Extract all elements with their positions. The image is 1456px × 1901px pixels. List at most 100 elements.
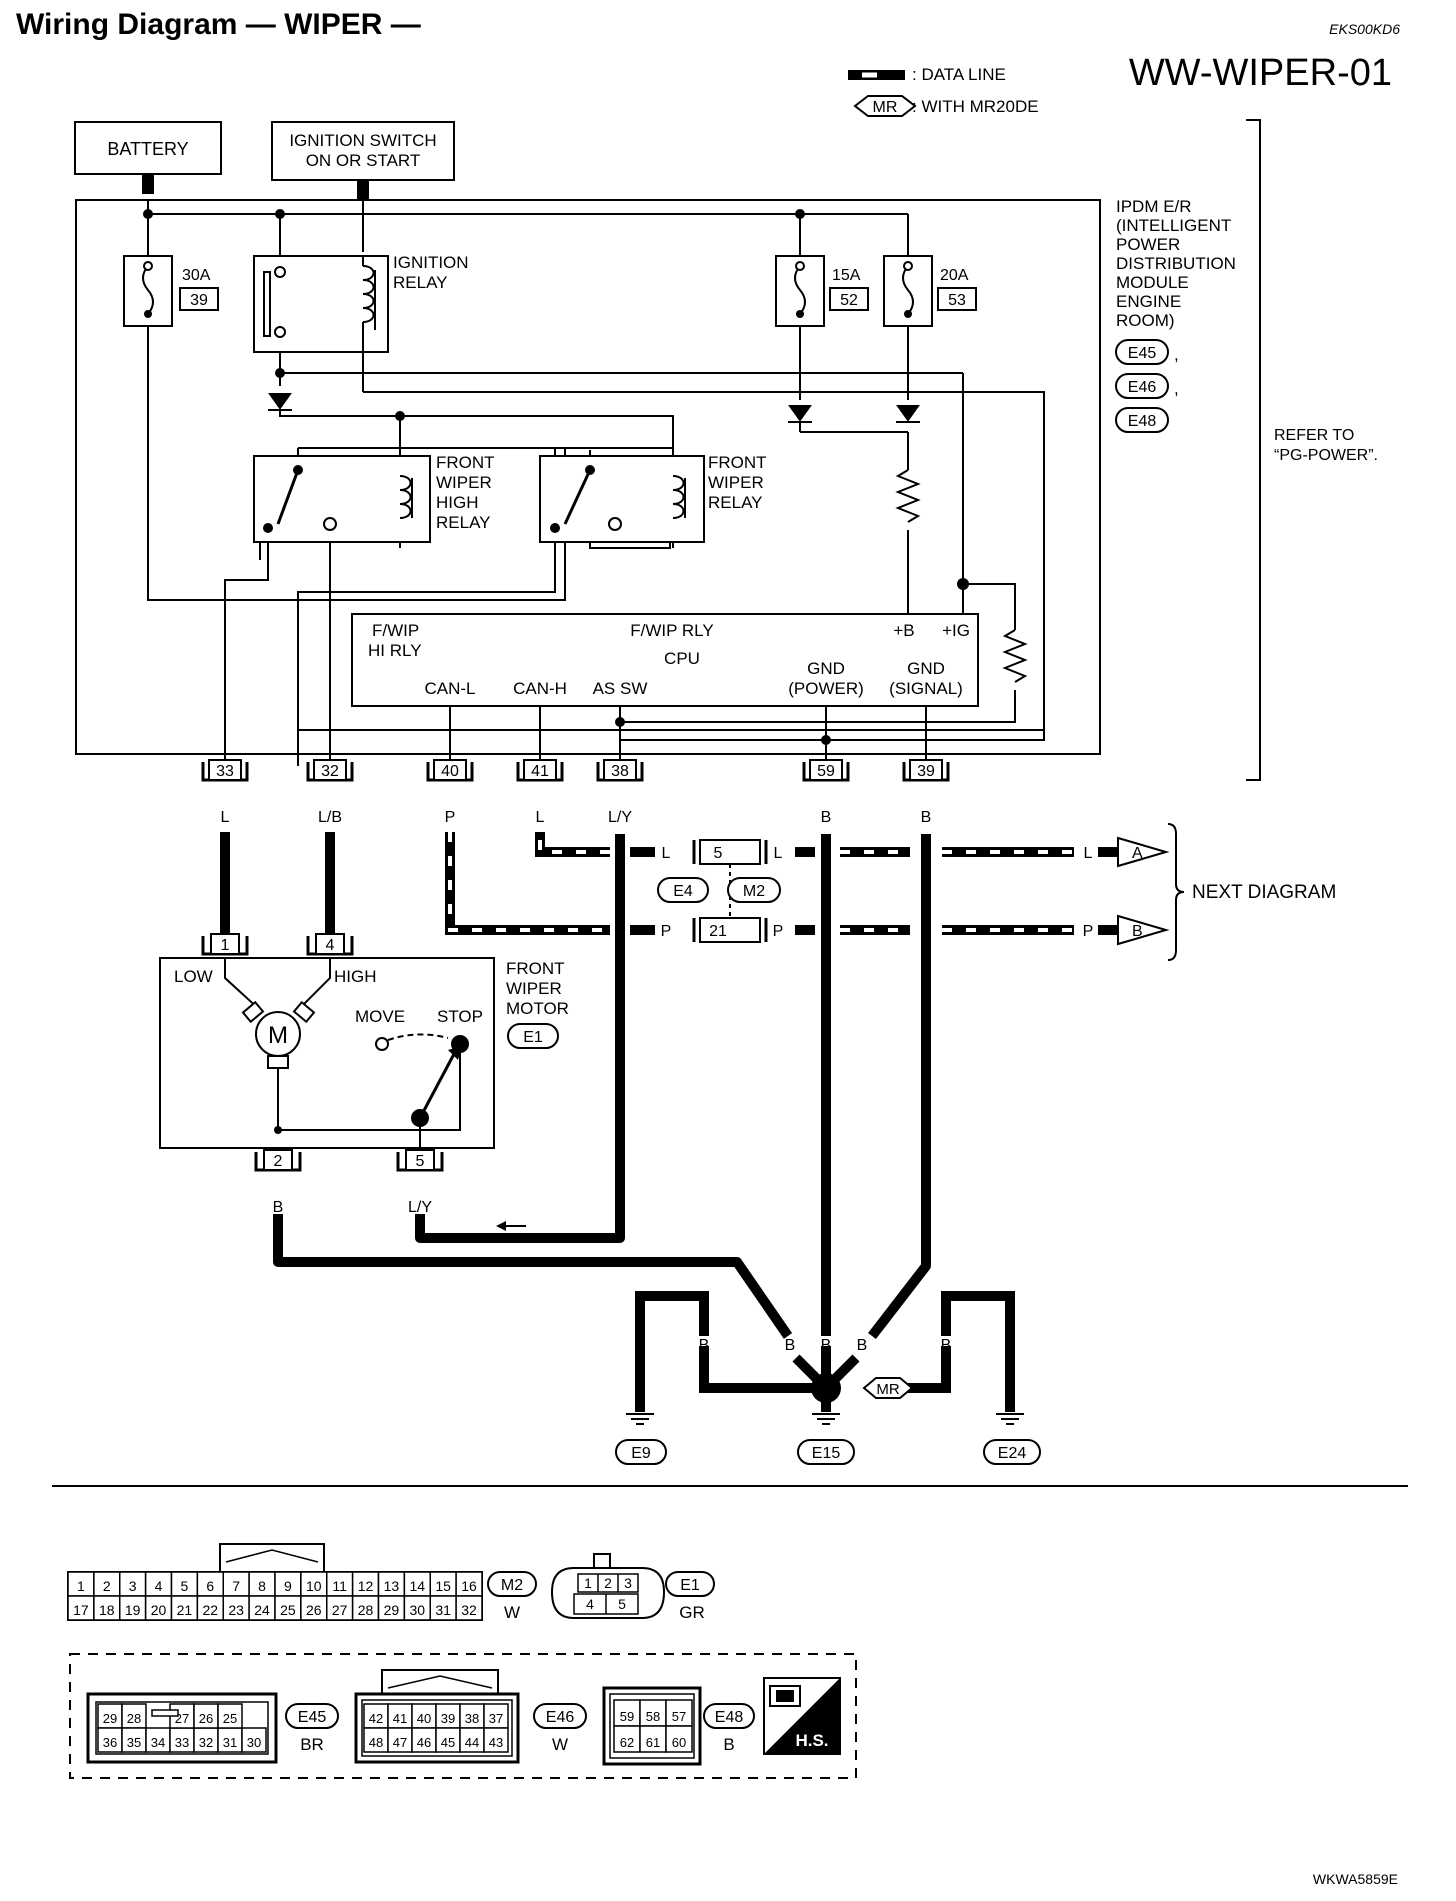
ipdm-connector-e48: E48 <box>1115 407 1169 433</box>
svg-text:CAN-L: CAN-L <box>424 679 475 698</box>
cavity-number: 19 <box>125 1602 141 1618</box>
svg-text:59: 59 <box>817 763 835 780</box>
cavity-number: 17 <box>73 1602 89 1618</box>
svg-text:GND: GND <box>807 659 845 678</box>
e46-id-badge: E46 W <box>533 1703 587 1754</box>
svg-text:2: 2 <box>274 1153 283 1170</box>
cavity-number: 43 <box>489 1735 503 1750</box>
connector-cavity <box>144 1595 173 1621</box>
connector-cavity <box>483 1727 509 1753</box>
svg-text:,: , <box>1174 379 1179 398</box>
ipdm-connectors-dashed-box <box>69 1653 857 1779</box>
connector-cavity <box>121 1703 147 1729</box>
ground-e15: E15 <box>797 1439 855 1465</box>
connector-cavity <box>119 1595 147 1621</box>
cavity-number: 6 <box>206 1578 214 1594</box>
connector-cavity <box>613 1699 641 1727</box>
pin-59: 59 B <box>802 759 850 826</box>
svg-text:E1: E1 <box>680 1577 700 1594</box>
svg-text:WIPER: WIPER <box>708 473 764 492</box>
wiper-relay-label: FRONT <box>708 453 767 472</box>
svg-text:ENGINE: ENGINE <box>1116 292 1181 311</box>
connector-cavity <box>435 1703 461 1729</box>
svg-text:5: 5 <box>416 1153 425 1170</box>
svg-text:AS SW: AS SW <box>593 679 648 698</box>
svg-text:1: 1 <box>221 937 230 954</box>
connector-cavity <box>665 1725 693 1753</box>
svg-text:WIPER: WIPER <box>506 979 562 998</box>
svg-text:32: 32 <box>321 763 339 780</box>
svg-text:(SIGNAL): (SIGNAL) <box>889 679 963 698</box>
mr-badge: MR <box>853 95 917 117</box>
pin-33: 33 L <box>201 759 249 826</box>
fuse-20a: 20A 53 <box>883 255 977 327</box>
cavity-number: 18 <box>99 1602 115 1618</box>
motor-pin-4: 4 <box>306 933 354 956</box>
cavity-number: 48 <box>369 1735 383 1750</box>
svg-text:B: B <box>821 809 832 826</box>
cavity-number: 61 <box>646 1735 660 1750</box>
svg-text:L: L <box>221 809 230 826</box>
svg-text:E1: E1 <box>523 1029 543 1046</box>
svg-text:MR: MR <box>876 1381 899 1398</box>
cavity-number: 39 <box>441 1711 455 1726</box>
hs-badge: H.S. <box>763 1677 841 1755</box>
cavity-number: 4 <box>155 1578 163 1594</box>
svg-text:E46: E46 <box>546 1709 575 1726</box>
ipdm-connector-e45: E45 , <box>1115 339 1179 365</box>
cavity-number: 10 <box>306 1578 322 1594</box>
connector-cavity <box>93 1571 121 1597</box>
svg-text:HIGH: HIGH <box>334 967 377 986</box>
cavity-number: 25 <box>223 1711 237 1726</box>
front-wiper-high-relay <box>253 455 431 543</box>
svg-text:39: 39 <box>190 292 208 309</box>
svg-text:E48: E48 <box>1128 413 1157 430</box>
svg-text:3: 3 <box>624 1575 632 1591</box>
cavity-number: 25 <box>280 1602 296 1618</box>
motor-pin-1: 1 <box>201 933 249 956</box>
connector-e4-badge: E4 <box>657 877 709 903</box>
cavity-number: 2 <box>103 1578 111 1594</box>
svg-text:(POWER): (POWER) <box>788 679 864 698</box>
svg-text:B: B <box>273 1199 284 1216</box>
front-wiper-motor: LOW HIGH M MOVE STOP <box>159 957 495 1149</box>
resistor-ig <box>1002 629 1028 683</box>
svg-text:IGNITION SWITCH: IGNITION SWITCH <box>289 131 436 150</box>
connector-cavity <box>363 1727 389 1753</box>
svg-text:B: B <box>941 1337 952 1354</box>
connector-cavity <box>363 1703 389 1729</box>
cavity-number: 30 <box>410 1602 426 1618</box>
cavity-number: 35 <box>127 1735 141 1750</box>
motor-label: FRONT <box>506 959 565 978</box>
ground-symbols <box>626 1413 1024 1425</box>
connector-m2-badge: M2 <box>727 877 781 903</box>
svg-text:E9: E9 <box>631 1445 651 1462</box>
svg-text:L: L <box>536 809 545 826</box>
cavity-number: 1 <box>77 1578 85 1594</box>
cavity-number: 60 <box>672 1735 686 1750</box>
connector-cavity <box>455 1595 483 1621</box>
connector-cavity <box>222 1595 250 1621</box>
svg-text:GND: GND <box>907 659 945 678</box>
svg-text:38: 38 <box>611 763 629 780</box>
svg-text:21: 21 <box>709 923 727 940</box>
connector-cavity <box>351 1595 380 1621</box>
svg-text:52: 52 <box>840 292 858 309</box>
svg-text:53: 53 <box>948 292 966 309</box>
svg-text:33: 33 <box>216 763 234 780</box>
next-diagram-brace <box>1167 823 1185 961</box>
current-arrow <box>496 1221 526 1231</box>
e48-id-badge: E48 B <box>703 1703 755 1754</box>
connector-cavity <box>217 1727 243 1753</box>
connector-cavity <box>274 1595 302 1621</box>
svg-text:F/WIP: F/WIP <box>372 621 419 640</box>
svg-text:MOVE: MOVE <box>355 1007 405 1026</box>
ipdm-connector-e46: E46 , <box>1115 373 1179 399</box>
connector-cavity <box>403 1595 431 1621</box>
connector-cavity <box>300 1571 328 1597</box>
cavity-number: 8 <box>258 1578 266 1594</box>
arrow-a: A <box>1117 836 1170 868</box>
svg-text:15A: 15A <box>832 267 861 284</box>
pin-40: 40 P <box>426 759 474 826</box>
